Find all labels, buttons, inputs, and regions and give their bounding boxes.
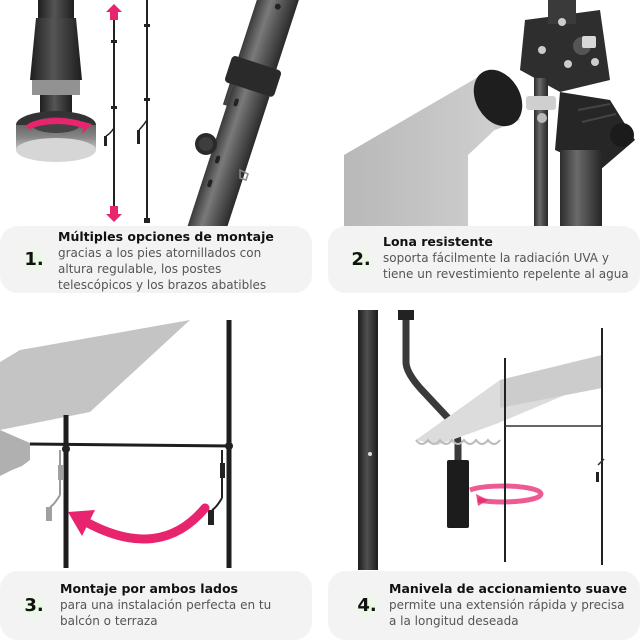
crank-illustration xyxy=(358,310,605,570)
feature-number: 2. xyxy=(347,246,375,274)
feature-card-1: 1. Múltiples opciones de montaje gracias… xyxy=(0,226,312,293)
feature-card-2: 2. Lona resistente soporta fácilmente la… xyxy=(328,226,640,293)
feature-card-3: 3. Montaje por ambos lados para una inst… xyxy=(0,571,312,640)
adjustable-foot-illustration xyxy=(16,0,308,226)
switch-side-arrow-icon xyxy=(81,503,210,544)
feature-image-resistant-fabric xyxy=(320,0,640,226)
feature-description: gracias a los pies atornillados con altu… xyxy=(58,246,267,292)
feature-title: Múltiples opciones de montaje xyxy=(58,229,274,244)
feature-title: Lona resistente xyxy=(383,234,493,249)
feature-card-4: 4. Manivela de accionamiento suave permi… xyxy=(328,571,640,640)
bracket-illustration xyxy=(344,0,635,226)
feature-description: para una instalación perfecta en tu balc… xyxy=(60,598,272,628)
feature-number: 4. xyxy=(353,592,381,620)
extend-down-arrow-icon xyxy=(106,206,122,222)
feature-title: Montaje por ambos lados xyxy=(60,581,238,596)
rotate-arrow-icon xyxy=(25,118,86,131)
extend-up-arrow-icon xyxy=(106,4,122,20)
rotation-arrow-icon xyxy=(469,483,544,505)
feature-description: soporta fácilmente la radiación UVA y ti… xyxy=(383,251,629,281)
feature-number: 1. xyxy=(20,246,48,274)
both-sides-illustration xyxy=(0,320,233,568)
feature-image-mounting-options xyxy=(0,0,320,226)
feature-image-smooth-crank xyxy=(320,300,640,571)
feature-image-both-sides xyxy=(0,300,320,571)
feature-title: Manivela de accionamiento suave xyxy=(389,581,627,596)
feature-description: permite una extensión rápida y precisa a… xyxy=(389,598,625,628)
feature-number: 3. xyxy=(20,592,48,620)
